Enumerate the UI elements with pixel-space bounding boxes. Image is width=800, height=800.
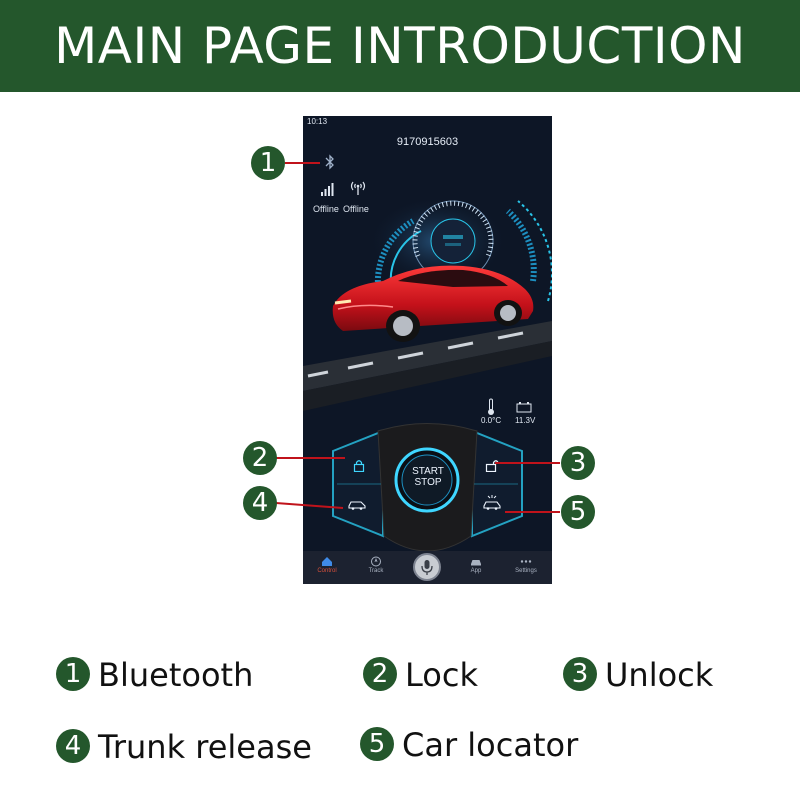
callout-2: 2 xyxy=(243,441,277,475)
control-panel xyxy=(332,423,523,552)
callout-5: 5 xyxy=(561,495,595,529)
status-time: 10:13 xyxy=(307,117,328,126)
trunk-release-icon[interactable] xyxy=(347,498,367,510)
network-status: Offline xyxy=(343,204,369,214)
legend-number: 3 xyxy=(563,657,597,691)
car-app-icon xyxy=(471,560,481,566)
callout-1: 1 xyxy=(251,146,285,180)
legend-label: Lock xyxy=(405,656,478,694)
car-locator-icon[interactable] xyxy=(481,494,503,510)
legend-label: Car locator xyxy=(402,726,579,764)
voice-button[interactable] xyxy=(413,553,441,581)
phone-screenshot: 10:13 9170915603 Offline Offline xyxy=(303,116,552,584)
legend-number: 1 xyxy=(56,657,90,691)
legend-number: 5 xyxy=(360,727,394,761)
signal-bars-icon xyxy=(321,183,334,196)
nav-settings[interactable]: Settings xyxy=(506,551,546,584)
device-number: 9170915603 xyxy=(396,136,459,148)
legend-label: Bluetooth xyxy=(98,656,254,694)
voltage-value: 11.3V xyxy=(515,416,536,425)
lock-icon[interactable] xyxy=(353,459,365,472)
microphone-icon xyxy=(421,560,433,575)
nav-track-label: Track xyxy=(368,568,384,574)
header-banner: MAIN PAGE INTRODUCTION xyxy=(0,0,800,92)
battery-icon xyxy=(516,402,532,413)
bluetooth-icon[interactable] xyxy=(325,154,335,170)
car-dashboard-illustration xyxy=(303,196,552,411)
nav-app-label: App xyxy=(470,568,482,574)
nav-control[interactable]: Control xyxy=(307,551,347,584)
stop-label: STOP xyxy=(414,477,442,488)
thermometer-icon xyxy=(488,398,494,415)
more-dots-icon xyxy=(520,560,532,563)
legend-label: Unlock xyxy=(605,656,714,694)
start-label: START xyxy=(412,466,444,477)
legend-number: 4 xyxy=(56,729,90,763)
start-stop-button[interactable]: START STOP xyxy=(393,466,463,488)
car-home-icon xyxy=(322,557,332,566)
nav-control-label: Control xyxy=(317,568,337,574)
page-title: MAIN PAGE INTRODUCTION xyxy=(54,17,746,75)
unlock-icon[interactable] xyxy=(485,459,499,472)
callout-4: 4 xyxy=(243,486,277,520)
antenna-icon xyxy=(350,181,366,195)
callout-3: 3 xyxy=(561,446,595,480)
legend-label: Trunk release xyxy=(98,728,312,766)
temperature-value: 0.0°C xyxy=(481,416,502,425)
nav-settings-label: Settings xyxy=(515,568,537,574)
nav-track[interactable]: Track xyxy=(356,551,396,584)
signal-status: Offline xyxy=(313,204,339,214)
compass-icon xyxy=(371,556,381,567)
legend-number: 2 xyxy=(363,657,397,691)
nav-app[interactable]: App xyxy=(456,551,496,584)
